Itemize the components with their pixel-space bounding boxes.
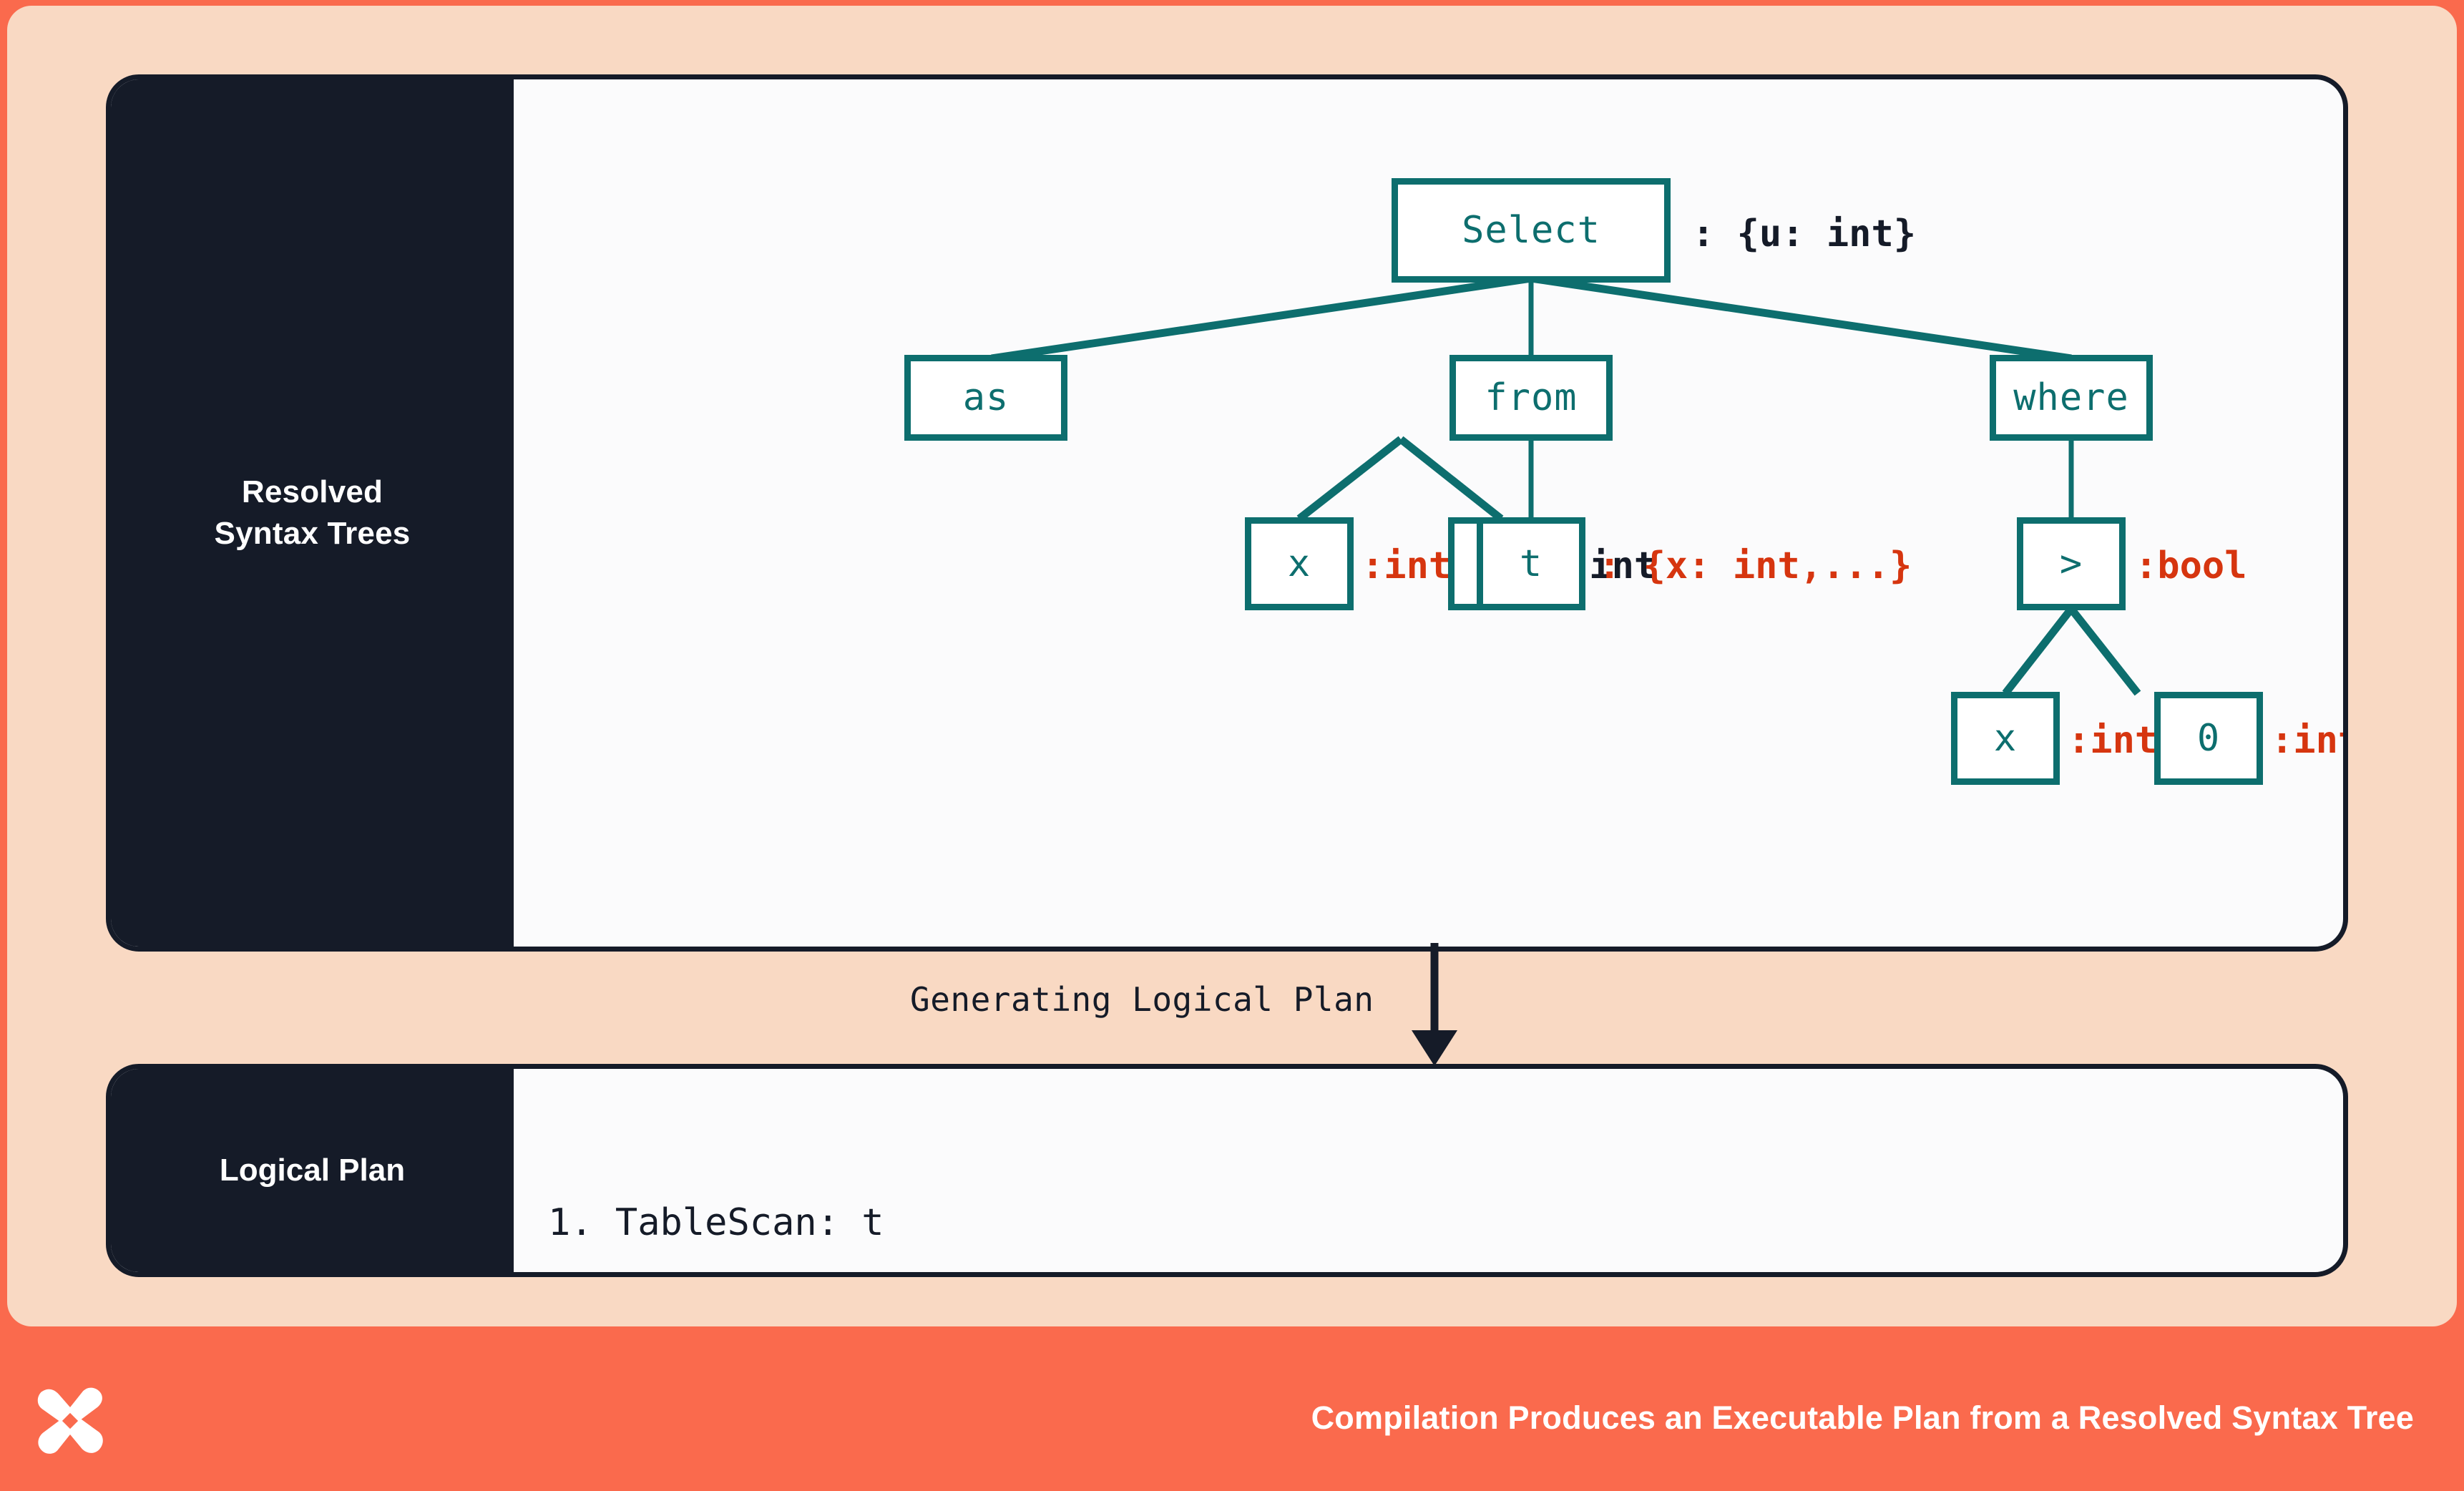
tree-node-gt-0-label: 0 — [2196, 717, 2221, 760]
tree-node-as-x-annotation: :int — [1361, 544, 1452, 587]
tree-node-gt-label: > — [2059, 542, 2083, 585]
tree-node-from-label: from — [1485, 376, 1578, 419]
tree-node-as-label: as — [962, 376, 1009, 419]
transition-label: Generating Logical Plan — [910, 980, 1374, 1019]
panel-rst-title: Resolved Syntax Trees — [215, 471, 411, 554]
panel-rst-title-line2: Syntax Trees — [214, 516, 411, 551]
tree-node-select[interactable]: Select — [1392, 178, 1671, 283]
x-star-logo-icon — [37, 1387, 103, 1454]
logical-plan-step: 1. TableScan: t — [548, 1201, 884, 1244]
tree-node-from-t[interactable]: t — [1477, 517, 1585, 610]
tree-node-where-label: where — [2013, 376, 2129, 419]
panel-lp-body: 1. TableScan: t 2. Filter: t.x > 0 3. Pr… — [514, 1069, 2343, 1272]
panel-rst-body: Select : {u: int} as from where x :int — [514, 79, 2343, 947]
tree-node-gt-x-label: x — [1993, 717, 2018, 760]
syntax-tree: Select : {u: int} as from where x :int — [514, 79, 2343, 947]
tree-node-as-x-label: x — [1287, 542, 1311, 585]
tree-node-from-t-annotation: : {x: int,...} — [1598, 544, 1912, 587]
tree-node-gt-0-annotation: :int — [2271, 719, 2343, 762]
tree-node-from-t-label: t — [1519, 542, 1543, 585]
tree-node-gt[interactable]: > — [2017, 517, 2126, 610]
panel-lp-title: Logical Plan — [219, 1153, 406, 1188]
tree-node-gt-x[interactable]: x — [1951, 692, 2060, 785]
panel-logical-plan: Logical Plan 1. TableScan: t 2. Filter: … — [106, 1064, 2348, 1277]
tree-node-gt-annotation: :bool — [2135, 544, 2247, 587]
footer-bar: Compilation Produces an Executable Plan … — [0, 1345, 2464, 1491]
panel-resolved-syntax-trees: Resolved Syntax Trees — [106, 74, 2348, 952]
tree-node-where[interactable]: where — [1990, 355, 2153, 441]
panel-rst-title-line1: Resolved — [241, 474, 383, 509]
logical-plan-steps: 1. TableScan: t 2. Filter: t.x > 0 3. Pr… — [548, 1095, 1063, 1272]
tree-node-gt-x-annotation: :int — [2068, 719, 2158, 762]
tree-node-select-label: Select — [1462, 209, 1600, 252]
footer-caption: Compilation Produces an Executable Plan … — [1311, 1399, 2414, 1436]
panel-rst-sidebar: Resolved Syntax Trees — [111, 79, 514, 947]
tree-node-select-annotation: : {u: int} — [1692, 212, 1917, 255]
panel-lp-sidebar: Logical Plan — [111, 1069, 514, 1272]
tree-edges — [991, 274, 2141, 696]
tree-node-from[interactable]: from — [1449, 355, 1613, 441]
tree-node-as-x[interactable]: x — [1245, 517, 1354, 610]
transition-arrow — [1412, 943, 1457, 1066]
tree-node-gt-0[interactable]: 0 — [2154, 692, 2263, 785]
tree-node-as[interactable]: as — [904, 355, 1067, 441]
